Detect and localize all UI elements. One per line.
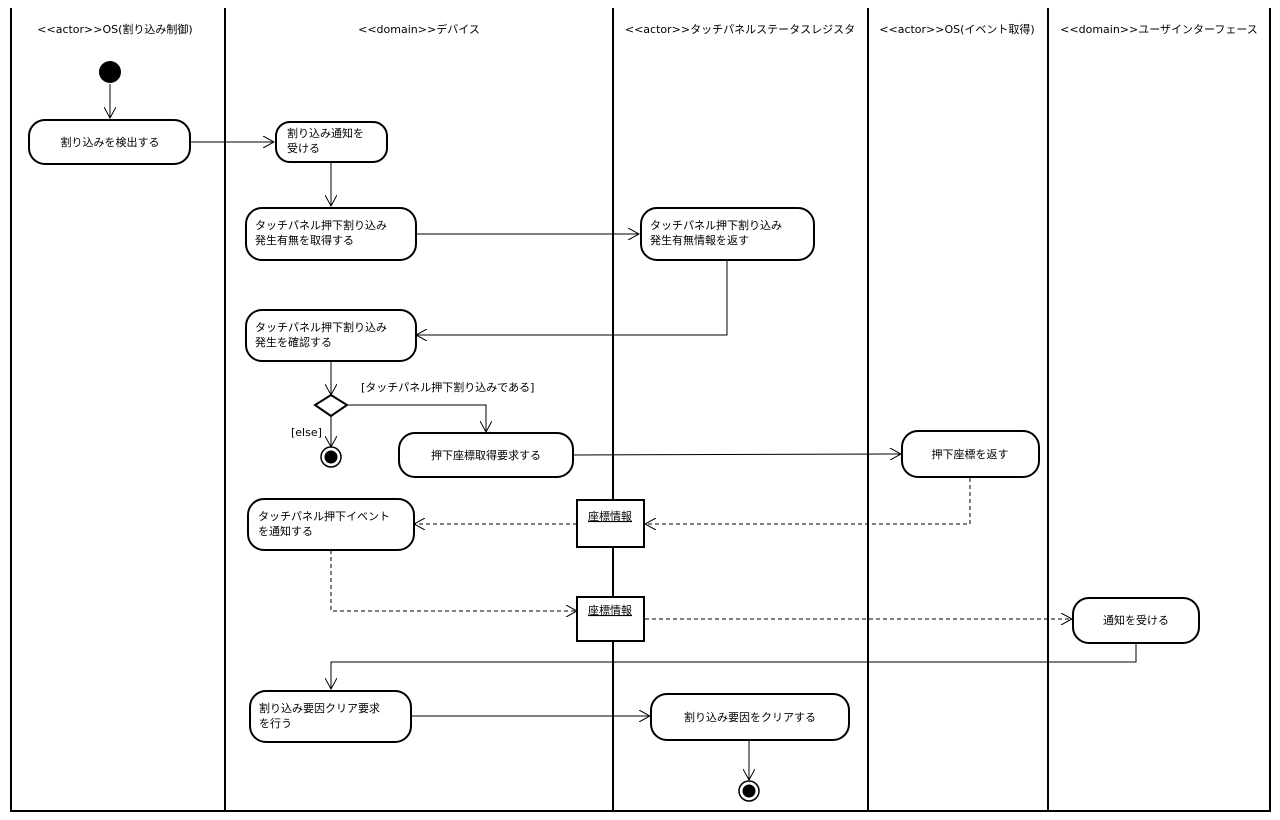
svg-text:受ける: 受ける [287,142,320,155]
activity-label: 割り込みを検出する [61,135,160,149]
lane-title-device: <<domain>>デバイス [358,22,480,36]
control-flows [110,84,1137,780]
svg-text:割り込みを検出する: 割り込みを検出する [61,135,160,149]
object-label: 座標情報 [588,603,632,617]
svg-text:発生を確認する: 発生を確認する [255,335,332,349]
svg-text:を通知する: を通知する [258,524,313,538]
activity-clear-factor: 割り込み要因をクリアする [650,693,850,741]
object-label: 座標情報 [588,509,632,523]
svg-text:タッチパネル押下イベント: タッチパネル押下イベント [258,509,390,523]
object-node-coord-info-2: 座標情報 [576,596,645,642]
lane-title-os-interrupt: <<actor>>OS(割り込み制御) [37,22,192,36]
activity-label: タッチパネル押下イベント [258,509,390,523]
svg-text:押下座標取得要求する: 押下座標取得要求する [431,448,541,462]
activity-clear-request: 割り込み要因クリア要求 を行う [249,690,412,743]
svg-text:通知を受ける: 通知を受ける [1103,613,1169,627]
activity-get-touch-interrupt: タッチパネル押下割り込み 発生有無を取得する [245,207,417,261]
svg-text:タッチパネル押下割り込み: タッチパネル押下割り込み [650,218,782,232]
decision-node [313,393,349,418]
svg-text:割り込み要因クリア要求: 割り込み要因クリア要求 [259,701,380,715]
final-node-end [738,780,760,802]
object-node-coord-info-1: 座標情報 [576,499,645,548]
activity-receive-interrupt: 割り込み通知を 受ける [275,121,388,163]
svg-text:発生有無情報を返す: 発生有無情報を返す [650,233,749,247]
activity-label: 発生を確認する [255,335,332,349]
activity-label: 発生有無情報を返す [650,233,749,247]
activity-label: タッチパネル押下割り込み [255,320,387,334]
swimlane-borders [10,8,1271,812]
activity-label: 発生有無を取得する [255,233,354,247]
activity-return-touch-info: タッチパネル押下割り込み 発生有無情報を返す [640,207,815,261]
activity-label: を行う [259,717,292,730]
flow-return-coords-to-object1 [645,478,971,524]
activity-label: を通知する [258,524,313,538]
initial-node [99,61,121,83]
flow-decision-to-request [347,404,486,432]
activity-label: 割り込み要因をクリアする [684,710,816,724]
activity-label: 割り込み要因クリア要求 [259,701,380,715]
activity-label: タッチパネル押下割り込み [255,218,387,232]
flow-return-info-to-confirm [416,260,728,335]
svg-text:発生有無を取得する: 発生有無を取得する [255,233,354,247]
activity-request-coords: 押下座標取得要求する [398,432,574,478]
activity-confirm-touch: タッチパネル押下割り込み 発生を確認する [245,309,417,362]
svg-text:タッチパネル押下割り込み: タッチパネル押下割り込み [255,218,387,232]
lane-title-user-interface: <<domain>>ユーザインターフェース [1060,23,1258,36]
svg-text:割り込み通知を: 割り込み通知を [287,126,364,140]
lane-title-os-event: <<actor>>OS(イベント取得) [879,23,1034,36]
lane-title-touch-status-register: <<actor>>タッチパネルステータスレジスタ [625,23,855,36]
guard-else: [else] [291,426,322,439]
svg-text:タッチパネル押下割り込み: タッチパネル押下割り込み [255,320,387,334]
svg-text:押下座標を返す: 押下座標を返す [932,447,1009,461]
activity-label: 割り込み通知を [287,126,364,140]
activity-label: タッチパネル押下割り込み [650,218,782,232]
activity-label: 押下座標取得要求する [431,448,541,462]
activity-return-coords: 押下座標を返す [901,430,1040,478]
flow-notify-to-object2 [330,550,577,611]
activity-label: 受ける [287,142,320,155]
activity-receive-notice: 通知を受ける [1072,597,1200,644]
activity-notify-event: タッチパネル押下イベント を通知する [247,498,415,551]
activity-label: 押下座標を返す [932,447,1009,461]
activity-label: 通知を受ける [1103,613,1169,627]
activity-detect-interrupt: 割り込みを検出する [28,119,191,165]
svg-text:を行う: を行う [259,717,292,730]
svg-text:割り込み要因をクリアする: 割り込み要因をクリアする [684,710,816,724]
final-node-else [320,446,342,468]
guard-touch-yes: [タッチパネル押下割り込みである] [361,380,534,394]
flow-receive-notice-to-clear-request [331,643,1137,689]
flow-request-to-return-coords [572,454,901,455]
